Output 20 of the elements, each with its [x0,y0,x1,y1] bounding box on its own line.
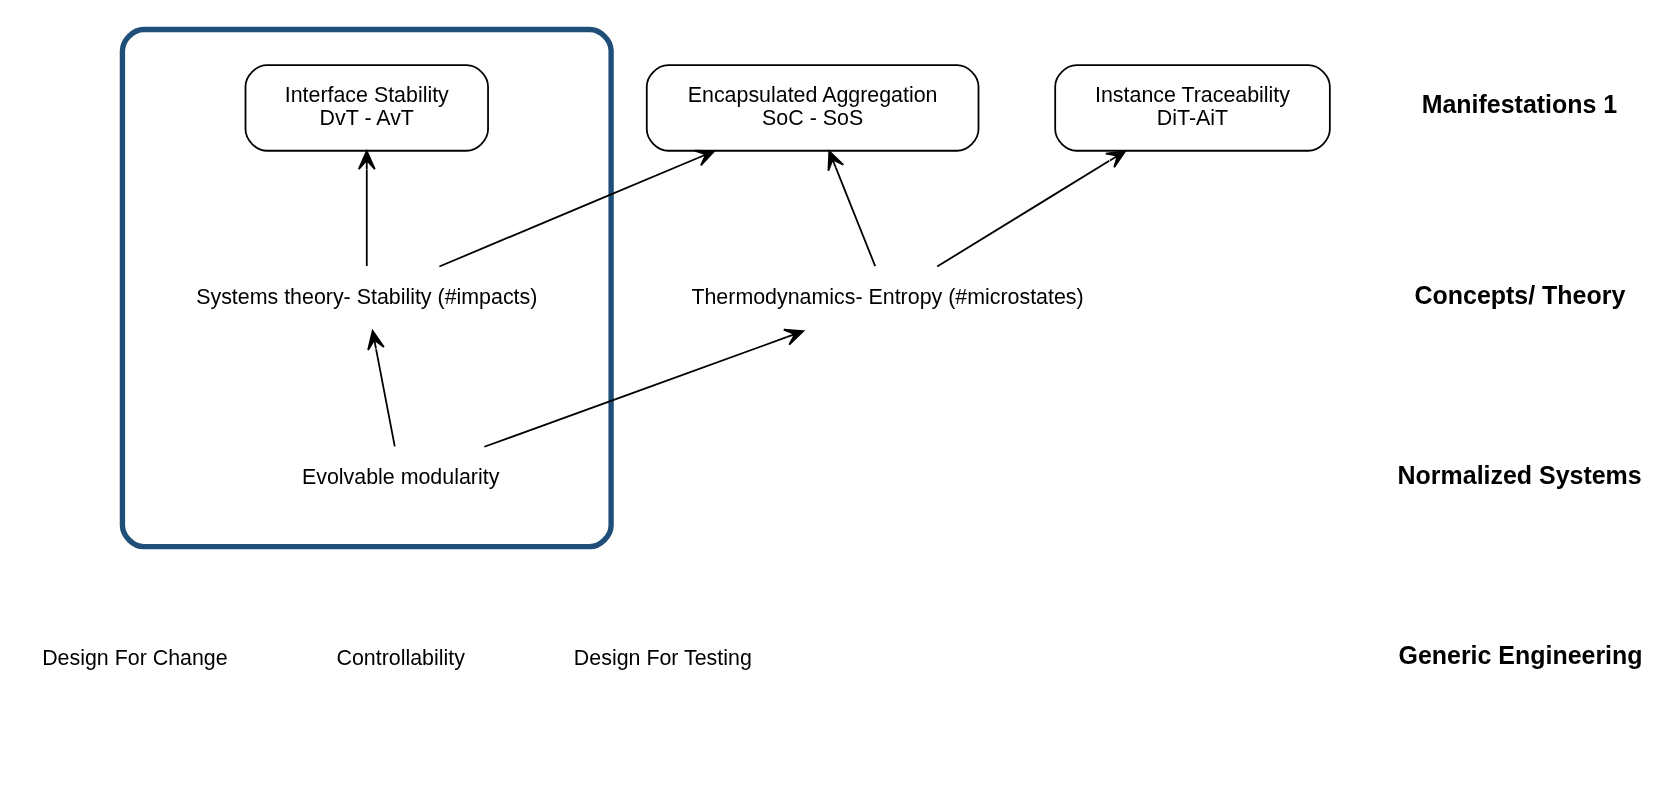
node-text: Thermodynamics- Entropy (#microstates) [690,285,1084,310]
label: Manifestations 1 [1421,89,1617,118]
node-text: Evolvable modularity [301,465,499,490]
label: Design For Testing [573,645,752,670]
label: Concepts/ Theory [1414,280,1625,309]
node-box: Encapsulated Aggregation SoC - SoS [645,64,979,152]
label: Generic Engineering [1398,640,1643,669]
label: Design For Change [41,645,228,670]
node-box: Instance Traceability DiT-AiT [1053,64,1331,152]
node-text: Systems theory- Stability (#impacts) [195,285,537,310]
arrow [827,150,876,267]
arrow [935,150,1126,268]
arrow [482,328,804,448]
arrow [438,149,715,268]
arrow [366,330,396,448]
node-box: Interface Stability DvT - AvT [244,64,489,152]
label: Normalized Systems [1397,460,1642,489]
cluster [119,26,614,550]
arrow [357,150,376,267]
label: Controllability [335,645,465,670]
